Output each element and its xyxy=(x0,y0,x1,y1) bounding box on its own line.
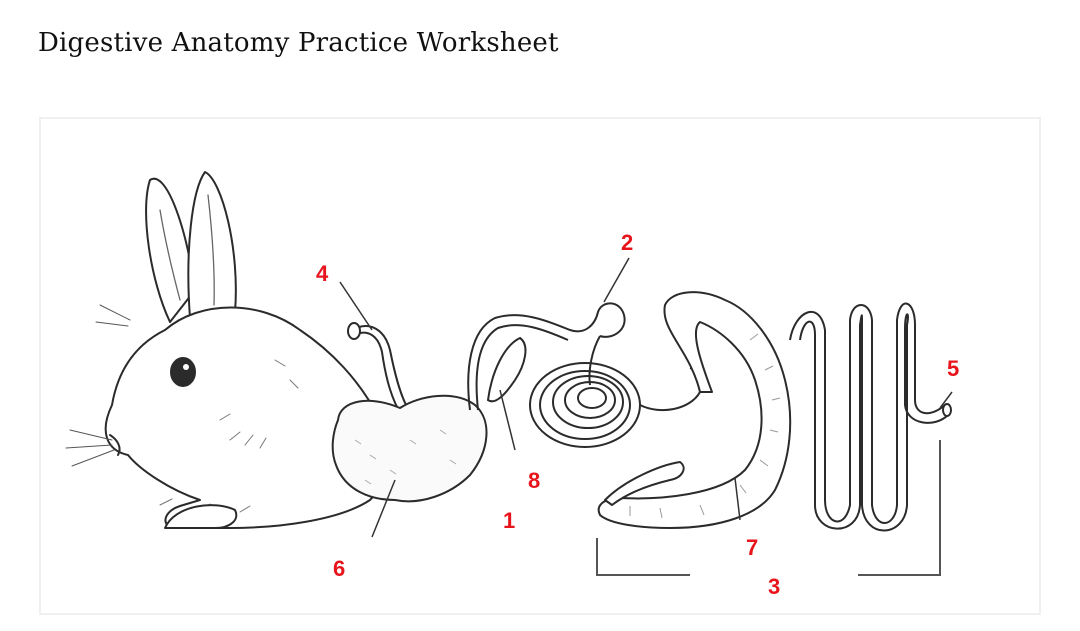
leader-lines xyxy=(339,257,953,538)
diagram-frame xyxy=(39,117,1041,615)
colon xyxy=(789,302,952,532)
esophagus-stomach xyxy=(331,322,488,503)
cecum xyxy=(597,291,792,529)
anus xyxy=(942,403,952,417)
leader-6 xyxy=(371,479,396,538)
label-3: 3 xyxy=(768,574,781,599)
duodenum xyxy=(467,302,626,411)
worksheet-title: Digestive Anatomy Practice Worksheet xyxy=(38,28,559,58)
label-8: 8 xyxy=(528,468,541,493)
rabbit-front-paw xyxy=(164,504,238,529)
leader-8 xyxy=(499,389,516,451)
rabbit-left-ear xyxy=(145,177,196,323)
label-6: 6 xyxy=(333,556,346,581)
label-4: 4 xyxy=(316,261,329,286)
label-7: 7 xyxy=(746,535,759,560)
rabbit-eye xyxy=(170,357,196,387)
large-intestine-bracket xyxy=(596,440,941,576)
leader-7 xyxy=(734,477,741,521)
esophagus-opening xyxy=(347,322,361,340)
leader-4 xyxy=(339,281,373,331)
appendix xyxy=(604,461,685,506)
leader-5 xyxy=(939,391,953,409)
leader-2 xyxy=(603,257,630,303)
pancreas xyxy=(486,336,527,403)
stomach xyxy=(331,394,488,503)
rabbit-whiskers xyxy=(65,304,131,467)
jejunum-coil xyxy=(529,362,641,448)
label-5: 5 xyxy=(947,356,960,381)
rabbit-illustration xyxy=(65,171,390,529)
label-2: 2 xyxy=(621,230,634,255)
label-1: 1 xyxy=(503,508,516,533)
